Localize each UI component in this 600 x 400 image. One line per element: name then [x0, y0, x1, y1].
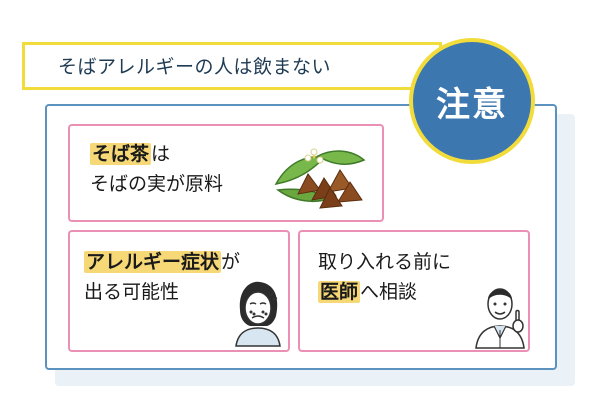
card-doctor-suffix: へ相談: [360, 281, 418, 303]
highlight-doctor: 医師: [318, 281, 361, 303]
card-allergy-suffix: が: [221, 251, 241, 273]
card-doctor: 取り入れる前に 医師へ相談: [298, 230, 530, 352]
title-banner-text: そばアレルギーの人は飲まない: [58, 56, 332, 78]
card-allergy: アレルギー症状が 出る可能性: [68, 230, 290, 352]
card-soba-tea: そば茶は そばの実が原料: [68, 124, 384, 222]
caution-badge: 注意: [409, 38, 535, 164]
card-soba-tea-suffix: は: [151, 143, 171, 165]
title-banner-frame: [22, 42, 442, 90]
card-doctor-line1: 取り入れる前に: [318, 251, 452, 273]
soba-seeds-leaves-icon: [274, 148, 366, 209]
worried-person-icon: [235, 281, 281, 347]
card-doctor-line2: 医師へ相談: [318, 278, 417, 306]
card-allergy-line1: アレルギー症状が: [84, 248, 240, 276]
card-allergy-line2: 出る可能性: [84, 281, 180, 303]
card-soba-tea-line1: そば茶は: [90, 140, 170, 168]
highlight-soba-tea: そば茶: [90, 143, 152, 165]
caution-badge-text: 注意: [436, 84, 508, 125]
card-soba-tea-line2: そばの実が原料: [90, 173, 224, 195]
doctor-icon: [475, 288, 525, 349]
highlight-allergy: アレルギー症状: [84, 251, 222, 273]
